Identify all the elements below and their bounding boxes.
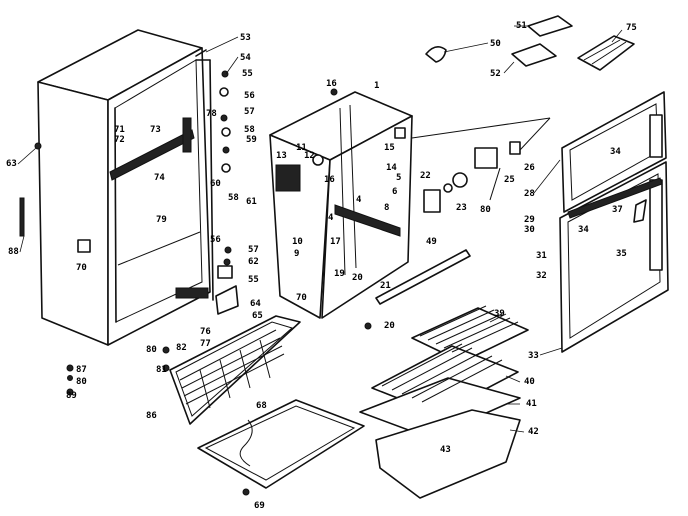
label-63: 63: [6, 159, 17, 169]
label-19: 19: [334, 269, 345, 279]
label-39: 39: [494, 309, 505, 319]
label-55-mid: 55: [248, 275, 259, 285]
label-68: 68: [256, 401, 267, 411]
label-55-top: 55: [242, 69, 253, 79]
label-54: 54: [240, 53, 251, 63]
label-82: 82: [176, 343, 187, 353]
label-12: 12: [304, 151, 315, 161]
label-50: 50: [490, 39, 501, 49]
label-57-mid: 57: [248, 245, 259, 255]
label-17: 17: [330, 237, 341, 247]
label-10: 10: [292, 237, 303, 247]
label-61: 61: [246, 197, 257, 207]
label-56: 56: [244, 91, 255, 101]
label-70-left: 70: [76, 263, 87, 273]
fresh-food-door: [559, 161, 669, 353]
shelves: [359, 307, 529, 499]
label-78: 78: [206, 109, 217, 119]
label-56b: 56: [210, 235, 221, 245]
label-16-mid: 16: [324, 175, 335, 185]
label-33-bottom: 33: [528, 351, 539, 361]
label-71: 71: [114, 125, 125, 135]
label-32: 32: [536, 271, 547, 281]
label-69: 69: [254, 501, 265, 511]
label-26: 26: [524, 163, 535, 173]
label-14: 14: [386, 163, 397, 173]
label-20-b: 20: [384, 321, 395, 331]
label-40: 40: [524, 377, 535, 387]
label-60: 60: [210, 179, 221, 189]
label-87: 87: [76, 365, 87, 375]
label-6: 6: [392, 187, 397, 197]
label-72: 72: [114, 135, 125, 145]
label-73: 73: [150, 125, 161, 135]
label-70-mid: 70: [296, 293, 307, 303]
label-34-mid: 34: [578, 225, 589, 235]
label-58-top: 58: [244, 125, 255, 135]
label-29: 29: [524, 215, 535, 225]
label-11: 11: [296, 143, 307, 153]
label-80-left: 80: [76, 377, 87, 387]
label-81: 81: [156, 365, 167, 375]
label-31: 31: [536, 251, 547, 261]
shelf-grille-lines: [381, 305, 519, 403]
label-65: 65: [252, 311, 263, 321]
label-79: 79: [156, 215, 167, 225]
label-8: 8: [384, 203, 389, 213]
cabinet-shell: [19, 29, 211, 346]
label-62: 62: [248, 257, 259, 267]
label-13: 13: [276, 151, 287, 161]
label-89: 89: [66, 391, 77, 401]
label-64: 64: [250, 299, 261, 309]
screws: [34, 88, 372, 496]
kick-strip: [375, 249, 471, 305]
label-9: 9: [294, 249, 299, 259]
toe-grille-slots: [179, 329, 285, 409]
hinge-rail: [195, 59, 239, 315]
label-4-b: 4: [328, 213, 334, 223]
label-37: 37: [612, 205, 623, 215]
leader-lines: [17, 25, 623, 433]
label-15: 15: [384, 143, 395, 153]
label-74: 74: [154, 173, 165, 183]
label-59: 59: [246, 135, 257, 145]
control-parts: [423, 141, 521, 213]
label-53: 53: [240, 33, 251, 43]
label-5: 5: [396, 173, 401, 183]
label-22: 22: [420, 171, 431, 181]
label-49: 49: [426, 237, 437, 247]
label-76: 76: [200, 327, 211, 337]
label-25: 25: [504, 175, 515, 185]
label-42: 42: [528, 427, 539, 437]
label-86: 86: [146, 411, 157, 421]
label-41: 41: [526, 399, 537, 409]
label-20-a: 20: [352, 273, 363, 283]
label-57-top: 57: [244, 107, 255, 117]
label-4-a: 4: [356, 195, 362, 205]
label-30: 30: [524, 225, 535, 235]
label-35: 35: [616, 249, 627, 259]
freezer-door: [561, 91, 667, 213]
label-52: 52: [490, 69, 501, 79]
label-88: 88: [8, 247, 19, 257]
label-16-top: 16: [326, 79, 337, 89]
drain-pan: [197, 399, 365, 489]
label-23: 23: [456, 203, 467, 213]
part-number-labels: 53 54 55 56 57 78 58 59 60 58 56 57 62 5…: [6, 21, 637, 511]
label-80-right: 80: [480, 205, 491, 215]
inner-liner: [269, 91, 551, 319]
label-34-top: 34: [610, 147, 621, 157]
label-75: 75: [626, 23, 637, 33]
label-80-mid: 80: [146, 345, 157, 355]
label-28: 28: [524, 189, 535, 199]
label-77: 77: [200, 339, 211, 349]
label-21: 21: [380, 281, 391, 291]
label-1: 1: [374, 81, 379, 91]
label-58-mid: 58: [228, 193, 239, 203]
label-43: 43: [440, 445, 451, 455]
ice-trays: [425, 15, 635, 71]
